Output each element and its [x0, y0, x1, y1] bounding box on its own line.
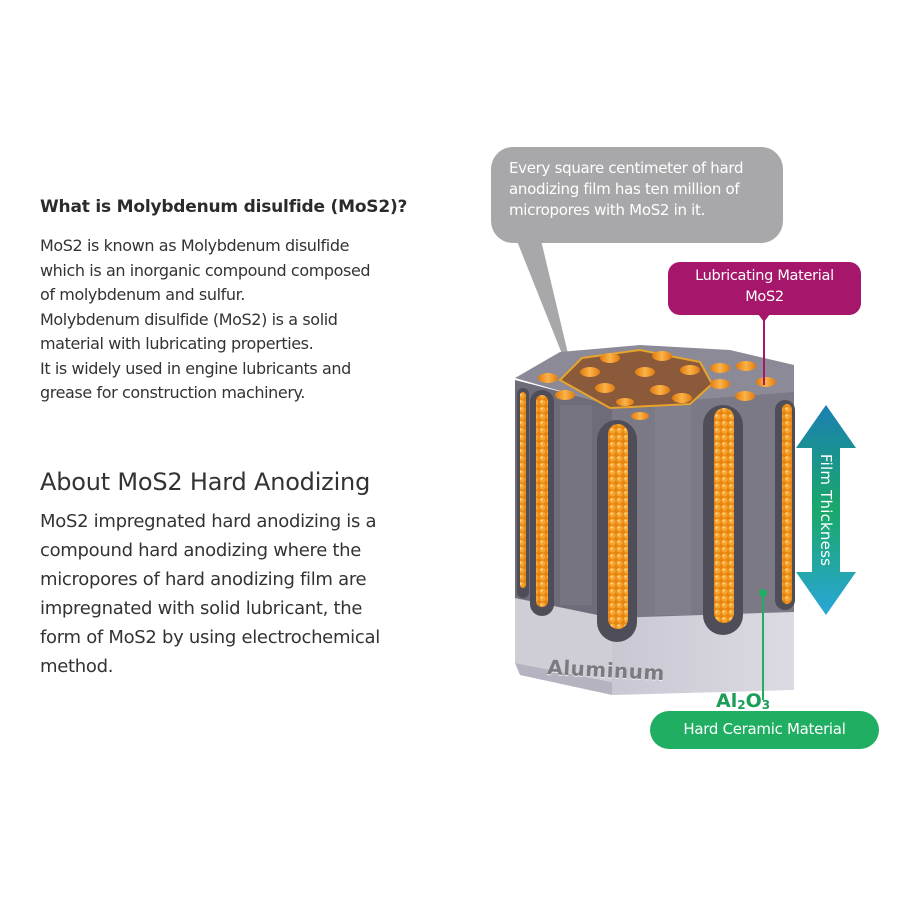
formula-subscript: 3 — [761, 698, 771, 712]
formula-part: Al — [716, 690, 738, 712]
al2o3-formula: Al2O3 — [716, 690, 770, 712]
formula-subscript: 2 — [737, 698, 746, 712]
micropore-callout — [491, 147, 783, 243]
body-line: micropores of hard anodizing film are — [40, 569, 367, 590]
callout-line: anodizing film has ten million of — [509, 180, 740, 198]
ceramic-callout — [650, 711, 879, 749]
body-line: which is an inorganic compound composed — [40, 260, 371, 280]
section-heading-hard-anodizing: About MoS2 Hard Anodizing — [40, 468, 371, 496]
ceramic-callout-text: Hard Ceramic Material — [683, 720, 846, 738]
section-body-hard-anodizing: MoS2 impregnated hard anodizing is a com… — [40, 507, 460, 681]
body-line: It is widely used in engine lubricants a… — [40, 358, 351, 378]
film-thickness-arrow-icon — [796, 405, 856, 615]
body-line: grease for construction machinery. — [40, 383, 305, 402]
callout-line: Lubricating Material — [695, 268, 834, 284]
body-line: Molybdenum disulfide (MoS2) is a solid — [40, 309, 338, 329]
body-line: compound hard anodizing where the — [40, 540, 362, 561]
callout-line: Every square centimeter of hard — [509, 159, 744, 177]
body-line: material with lubricating properties. — [40, 334, 314, 353]
film-thickness-label: Film Thickness — [817, 453, 835, 567]
body-line: method. — [40, 656, 114, 677]
lubricant-callout — [668, 262, 861, 315]
body-line: form of MoS2 by using electrochemical — [40, 627, 380, 648]
callout-pointer — [515, 236, 570, 364]
top-pores — [538, 351, 776, 420]
section-heading-mos2: What is Molybdenum disulfide (MoS2)? — [40, 197, 408, 217]
aluminum-base-front — [612, 612, 794, 695]
formula-part: O — [745, 690, 762, 712]
body-line: of molybdenum and sulfur. — [40, 285, 245, 304]
body-line: MoS2 impregnated hard anodizing is a — [40, 511, 377, 532]
micropore-callout-text: Every square centimeter of hard anodizin… — [509, 158, 779, 221]
section-body-mos2: MoS2 is known as Molybdenum disulfide wh… — [40, 234, 460, 406]
callout-line: micropores with MoS2 in it. — [509, 201, 706, 219]
callout-line: MoS2 — [745, 289, 784, 305]
body-line: MoS2 is known as Molybdenum disulfide — [40, 236, 350, 255]
body-line: impregnated with solid lubricant, the — [40, 598, 363, 619]
aluminum-base-left — [515, 595, 612, 682]
lubricant-callout-text: Lubricating Material MoS2 — [668, 266, 861, 308]
highlighted-cell-cluster — [558, 348, 714, 410]
pore-columns — [517, 388, 795, 642]
